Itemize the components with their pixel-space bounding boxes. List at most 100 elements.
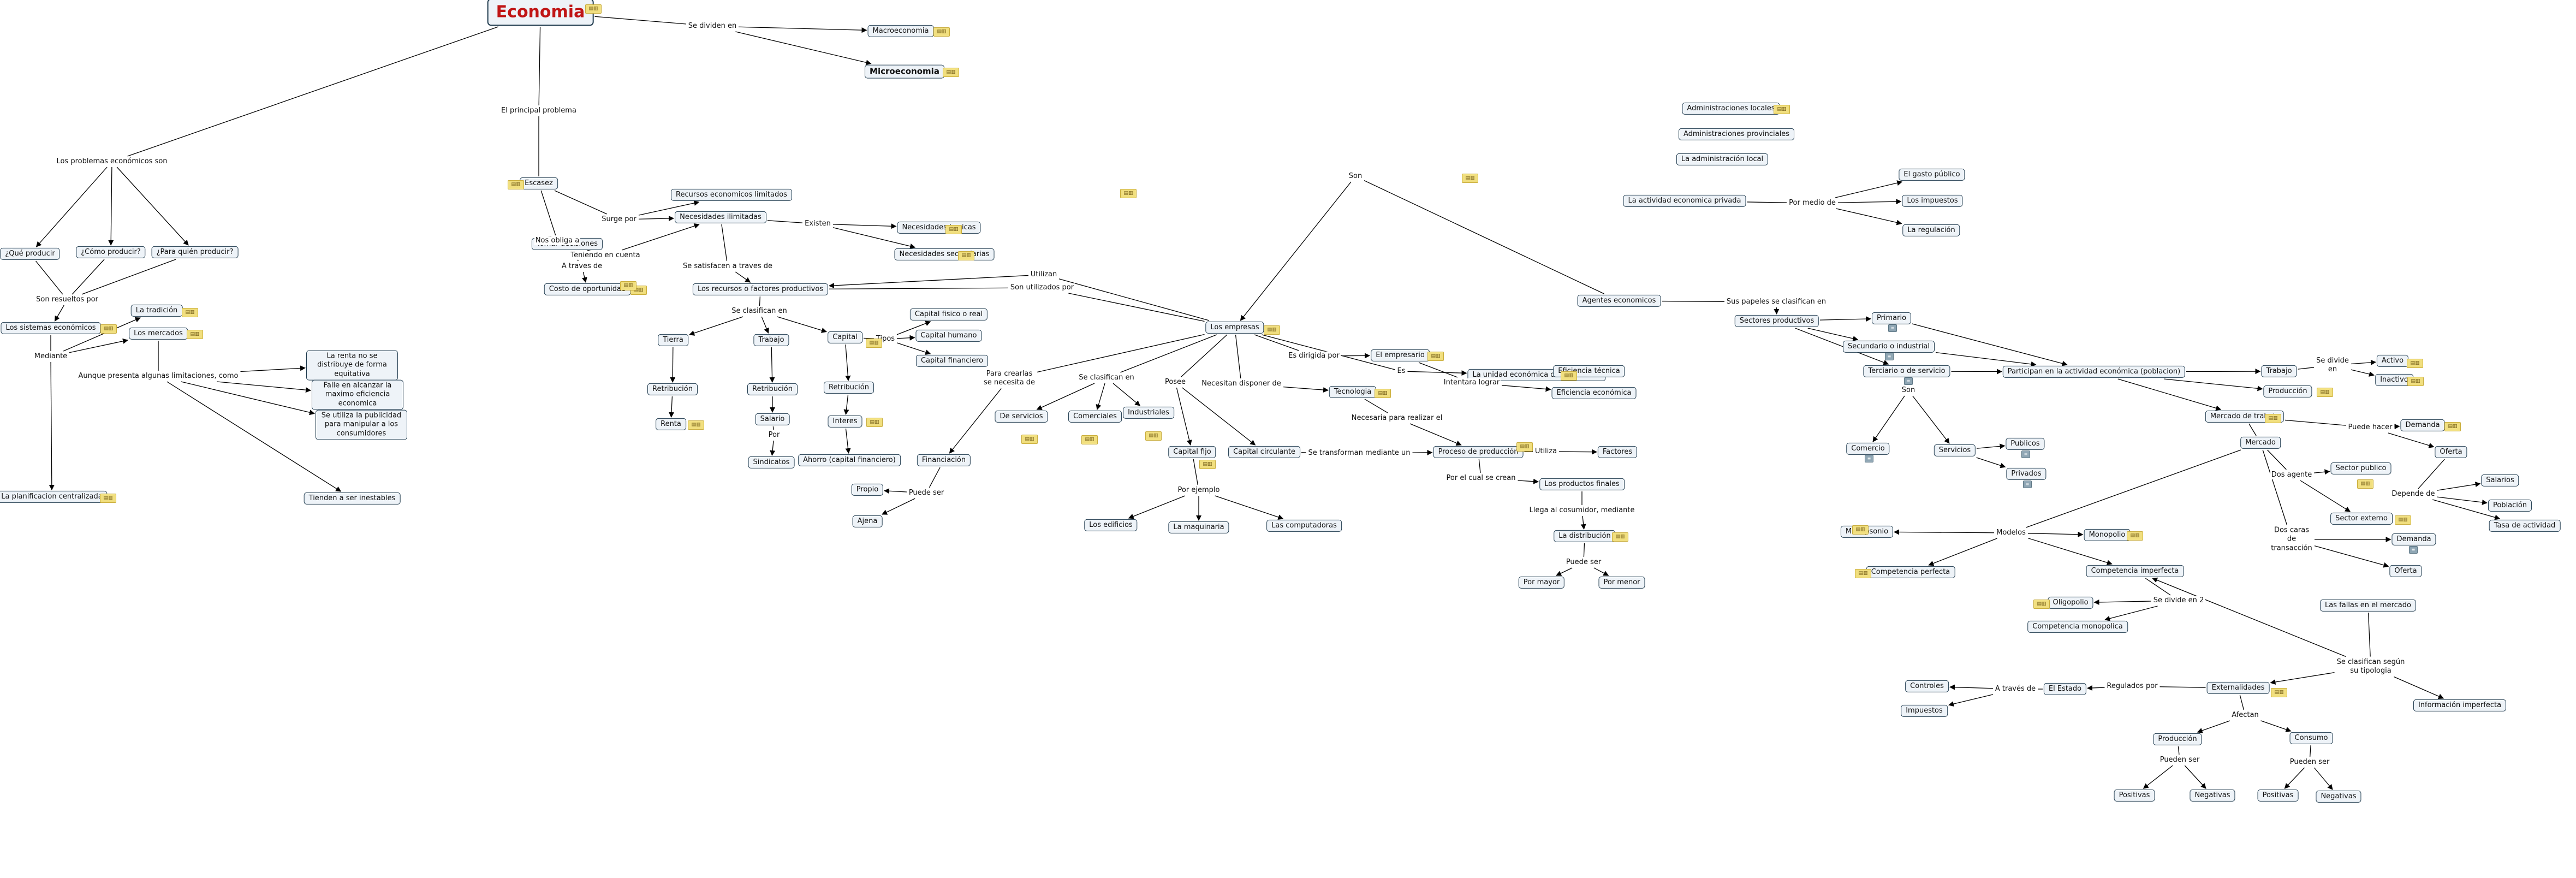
resource-attachment-icon[interactable]	[1081, 435, 1098, 444]
concept-node-consumo[interactable]: Consumo	[2289, 732, 2333, 745]
resource-attachment-icon[interactable]	[688, 420, 704, 430]
resource-attachment-icon[interactable]	[2444, 422, 2461, 431]
concept-node-terciario[interactable]: Terciario o de servicio	[1863, 365, 1950, 378]
concept-node-tradicion[interactable]: La tradición	[130, 304, 183, 317]
concept-node-mercado[interactable]: Mercado	[2240, 436, 2281, 449]
concept-node-sector-ext[interactable]: Sector externo	[2330, 512, 2393, 525]
resource-attachment-icon[interactable]	[2271, 688, 2287, 697]
concept-node-retrib1[interactable]: Retribución	[647, 383, 698, 396]
concept-node-act-privada[interactable]: La actividad economica privada	[1623, 194, 1746, 207]
concept-node-tasa[interactable]: Tasa de actividad	[2489, 519, 2561, 532]
concept-node-lim3[interactable]: Se utiliza la publicidad para manipular …	[316, 410, 407, 440]
concept-node-lim2[interactable]: Falle en alcanzar la maximo eficiencia e…	[312, 379, 403, 410]
concept-node-demanda-r[interactable]: Demanda	[2400, 419, 2445, 432]
concept-node-comp-perfecta[interactable]: Competencia perfecta	[1866, 566, 1955, 579]
concept-node-retrib2[interactable]: Retribución	[747, 383, 798, 396]
concept-node-maquinaria[interactable]: La maquinaria	[1168, 521, 1229, 534]
concept-node-servicios[interactable]: Servicios	[1934, 444, 1976, 457]
resource-attachment-icon[interactable]	[1427, 352, 1444, 361]
concept-node-renta[interactable]: Renta	[656, 418, 686, 431]
concept-node-financiacion[interactable]: Financiación	[917, 454, 971, 467]
resource-attachment-icon[interactable]	[1264, 325, 1280, 335]
concept-node-positivas2[interactable]: Positivas	[2257, 789, 2299, 802]
resource-attachment-icon[interactable]	[2407, 377, 2424, 386]
concept-node-macro[interactable]: Macroeconomia	[867, 25, 934, 38]
concept-node-factores[interactable]: Factores	[1597, 446, 1638, 459]
concept-node-capital-circ[interactable]: Capital circulante	[1228, 446, 1300, 459]
concept-node-secundario[interactable]: Secundario o industrial	[1843, 340, 1935, 353]
concept-node-oligopolio[interactable]: Oligopolio	[2048, 596, 2093, 609]
resource-attachment-icon[interactable]	[1462, 174, 1478, 183]
concept-node-recursos-lim[interactable]: Recursos economicos limitados	[671, 188, 792, 201]
concept-node-escasez[interactable]: Escasez	[520, 177, 558, 190]
concept-node-edificios[interactable]: Los edificios	[1084, 519, 1138, 532]
resource-attachment-icon[interactable]	[1612, 532, 1628, 542]
concept-node-salario[interactable]: Salario	[755, 413, 790, 426]
resource-attachment-icon[interactable]	[2265, 414, 2281, 423]
concept-node-negativas2[interactable]: Negativas	[2316, 790, 2361, 803]
concept-node-costo[interactable]: Costo de oportunidad	[544, 283, 631, 296]
concept-node-salarios[interactable]: Salarios	[2481, 474, 2519, 487]
concept-node-ajena[interactable]: Ajena	[852, 515, 883, 528]
concept-node-inactivo[interactable]: Inactivo	[2375, 373, 2413, 387]
resource-attachment-icon[interactable]	[2395, 515, 2411, 525]
submap-icon[interactable]	[1865, 455, 1873, 462]
submap-icon[interactable]	[2021, 450, 2030, 458]
concept-node-computadoras[interactable]: Las computadoras	[1266, 519, 1342, 532]
submap-icon[interactable]	[1888, 324, 1897, 332]
concept-node-cap-fin[interactable]: Capital financiero	[915, 354, 989, 367]
resource-attachment-icon[interactable]	[945, 225, 962, 234]
concept-node-adm-local[interactable]: La administración local	[1676, 153, 1769, 166]
concept-node-positivas1[interactable]: Positivas	[2114, 789, 2155, 802]
resource-attachment-icon[interactable]	[620, 281, 636, 290]
concept-node-como[interactable]: ¿Cómo producir?	[76, 246, 146, 259]
concept-node-mercados[interactable]: Los mercados	[129, 327, 188, 340]
concept-node-impuestos-b[interactable]: Impuestos	[1901, 704, 1948, 717]
concept-node-recursos-fact[interactable]: Los recursos o factores productivos	[692, 283, 829, 296]
concept-node-nec-secundarias[interactable]: Necesidades secundarias	[894, 248, 995, 261]
concept-node-empresas[interactable]: Los empresas	[1205, 321, 1264, 334]
concept-node-adm-locales[interactable]: Administraciones locales	[1682, 102, 1780, 115]
concept-node-oferta2[interactable]: Oferta	[2389, 565, 2422, 578]
resource-attachment-icon[interactable]	[187, 330, 203, 339]
concept-node-monopolio[interactable]: Monopolio	[2084, 529, 2131, 542]
concept-node-regulacion[interactable]: La regulación	[1902, 224, 1960, 237]
resource-attachment-icon[interactable]	[1021, 435, 1038, 444]
resource-attachment-icon[interactable]	[182, 308, 198, 317]
concept-node-sectores[interactable]: Sectores productivos	[1734, 315, 1819, 328]
concept-node-info-imperfecta[interactable]: Información imperfecta	[2413, 699, 2507, 712]
resource-attachment-icon[interactable]	[2317, 388, 2333, 397]
concept-node-que[interactable]: ¿Qué producir	[0, 247, 60, 260]
resource-attachment-icon[interactable]	[1516, 442, 1533, 452]
concept-node-comerciales[interactable]: Comerciales	[1068, 410, 1122, 423]
concept-node-publicos[interactable]: Publicos	[2006, 437, 2045, 450]
resource-attachment-icon[interactable]	[1774, 105, 1790, 114]
concept-node-trabajo-r[interactable]: Trabajo	[2261, 365, 2297, 378]
concept-node-distribucion[interactable]: La distribución	[1554, 530, 1616, 543]
resource-attachment-icon[interactable]	[1375, 389, 1391, 398]
resource-attachment-icon[interactable]	[100, 324, 117, 334]
concept-node-impuestos-top[interactable]: Los impuestos	[1902, 194, 1963, 207]
submap-icon[interactable]	[2409, 546, 2418, 554]
concept-node-productos-finales[interactable]: Los productos finales	[1539, 478, 1625, 491]
concept-node-negativas1[interactable]: Negativas	[2190, 789, 2235, 802]
concept-node-participan[interactable]: Participan en la actividad económica (po…	[2002, 365, 2186, 378]
resource-attachment-icon[interactable]	[2033, 600, 2050, 609]
concept-node-externalidades[interactable]: Externalidades	[2206, 681, 2270, 695]
concept-node-por-menor[interactable]: Por menor	[1598, 576, 1645, 589]
concept-node-tecnologia[interactable]: Tecnologia	[1329, 385, 1377, 399]
resource-attachment-icon[interactable]	[1855, 569, 1871, 578]
concept-node-sindicatos[interactable]: Sindicatos	[748, 456, 795, 469]
resource-attachment-icon[interactable]	[1561, 371, 1577, 381]
concept-node-cap-humano[interactable]: Capital humano	[915, 329, 982, 342]
concept-node-para[interactable]: ¿Para quién producir?	[151, 246, 239, 259]
resource-attachment-icon[interactable]	[933, 27, 950, 37]
resource-attachment-icon[interactable]	[866, 418, 883, 427]
concept-node-nec-basicas[interactable]: Necesidades basicas	[897, 221, 981, 234]
concept-node-comercio[interactable]: Comercio	[1846, 442, 1890, 455]
concept-node-controles[interactable]: Controles	[1905, 680, 1949, 693]
resource-attachment-icon[interactable]	[958, 251, 974, 260]
resource-attachment-icon[interactable]	[1145, 431, 1162, 441]
concept-node-estado[interactable]: El Estado	[2043, 683, 2087, 696]
resource-attachment-icon[interactable]	[2407, 359, 2423, 368]
